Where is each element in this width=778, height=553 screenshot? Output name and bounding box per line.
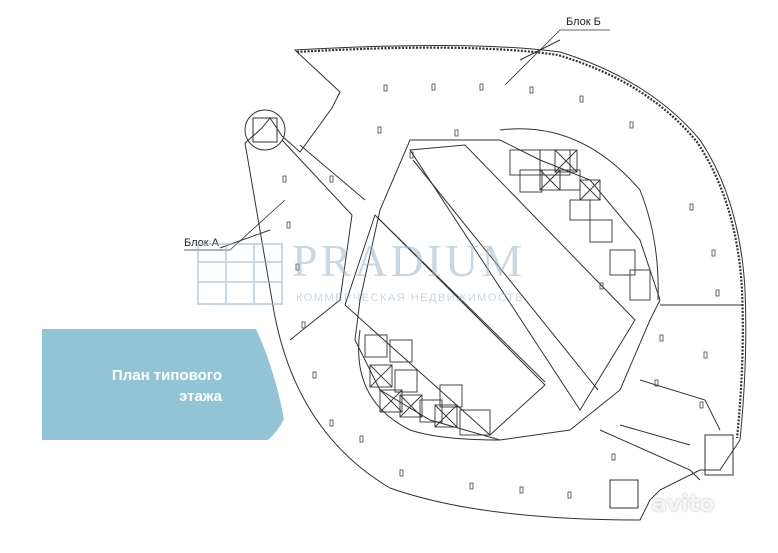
banner-title-line2: этажа [179, 388, 222, 405]
stair-tower-circle [244, 109, 286, 151]
outer-outline [244, 44, 747, 521]
source-watermark: avito [652, 492, 715, 517]
banner-title-line1: План типового [111, 367, 222, 384]
core-block-b [509, 149, 651, 301]
floor-plan-banner: План типового этажа [42, 329, 284, 440]
column-markers [282, 83, 720, 499]
atrium-right [409, 144, 636, 411]
block-b-label: Блок Б [566, 16, 601, 28]
block-a-label: Блок А [184, 237, 219, 249]
stair-bottom [609, 479, 639, 509]
stair-right [704, 434, 734, 476]
banner-title: План типового этажа [112, 365, 222, 407]
core-block-a [364, 334, 491, 436]
